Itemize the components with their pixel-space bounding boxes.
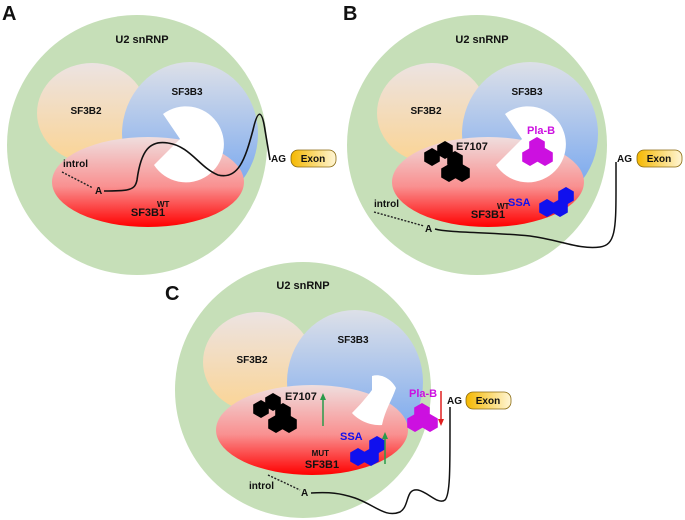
exon-box: [465, 391, 512, 410]
exon-box: [290, 149, 337, 168]
sf3b1-wt-superscript: WT: [497, 202, 510, 211]
panel-a: A U2 snRNP SF3B2 SF3B3 SF3B1 WT introl A…: [2, 3, 337, 275]
acceptor-ag-label: AG: [447, 396, 462, 407]
intron-label: introl: [63, 159, 88, 170]
sf3b3-binding-pocket: [154, 106, 224, 183]
intron-dotted-line: [61, 171, 94, 189]
plab-label: Pla-B: [527, 125, 555, 137]
panel-b: B U2 snRNP SF3B2 SF3B3 SF3B1 WT E7107 Pl…: [343, 3, 683, 275]
exon-label: Exon: [301, 154, 325, 165]
e7107-label: E7107: [456, 141, 488, 153]
sf3b1-label: SF3B1: [131, 207, 165, 219]
exon-label: Exon: [647, 154, 671, 165]
sf3b1-label: SF3B1: [305, 459, 339, 471]
panel-c: C U2 snRNP SF3B2 SF3B3 SF3B1 MUT E7107 P…: [165, 262, 512, 518]
sf3b1-mut-superscript: MUT: [312, 449, 329, 458]
pre-mrna-strand: [434, 162, 617, 249]
e7107-label: E7107: [285, 391, 317, 403]
branch-point-a: A: [95, 186, 102, 197]
intron-dotted-line: [373, 211, 425, 227]
intron-dotted-line: [267, 474, 301, 491]
sf3b2-subunit: [37, 63, 147, 163]
intron-label: introl: [249, 481, 274, 492]
branch-point-a: A: [301, 488, 308, 499]
exon-label: Exon: [476, 396, 500, 407]
branch-point-a: A: [425, 224, 432, 235]
sf3b2-label: SF3B2: [70, 106, 102, 117]
e7107-up-arrow: [320, 393, 326, 426]
sf3b3-label: SF3B3: [337, 335, 369, 346]
sf3b1-wt-superscript: WT: [157, 200, 170, 209]
ssa-label: SSA: [508, 197, 531, 209]
plab-down-arrow: [438, 391, 444, 426]
panel-label-c: C: [165, 283, 179, 305]
ssa-up-arrow: [382, 432, 388, 464]
pre-mrna-strand: [310, 407, 451, 515]
exon-box: [636, 149, 683, 168]
acceptor-ag-label: AG: [271, 154, 286, 165]
intron-label: introl: [374, 199, 399, 210]
plab-label: Pla-B: [409, 388, 437, 400]
u2-snrnp-label: U2 snRNP: [115, 34, 168, 46]
sf3b3-binding-pocket-closed: [352, 375, 396, 426]
panel-label-a: A: [2, 3, 16, 25]
u2-snrnp-label: U2 snRNP: [455, 34, 508, 46]
acceptor-ag-label: AG: [617, 154, 632, 165]
panel-label-b: B: [343, 3, 357, 25]
pre-mrna-strand: [103, 113, 271, 192]
sf3b3-label: SF3B3: [171, 87, 203, 98]
sf3b1-label: SF3B1: [471, 209, 505, 221]
sf3b3-label: SF3B3: [511, 87, 543, 98]
u2-snrnp-label: U2 snRNP: [276, 280, 329, 292]
sf3b2-label: SF3B2: [410, 106, 442, 117]
sf3b2-label: SF3B2: [236, 355, 268, 366]
sf3b2-subunit: [377, 63, 487, 163]
ssa-label: SSA: [340, 431, 363, 443]
